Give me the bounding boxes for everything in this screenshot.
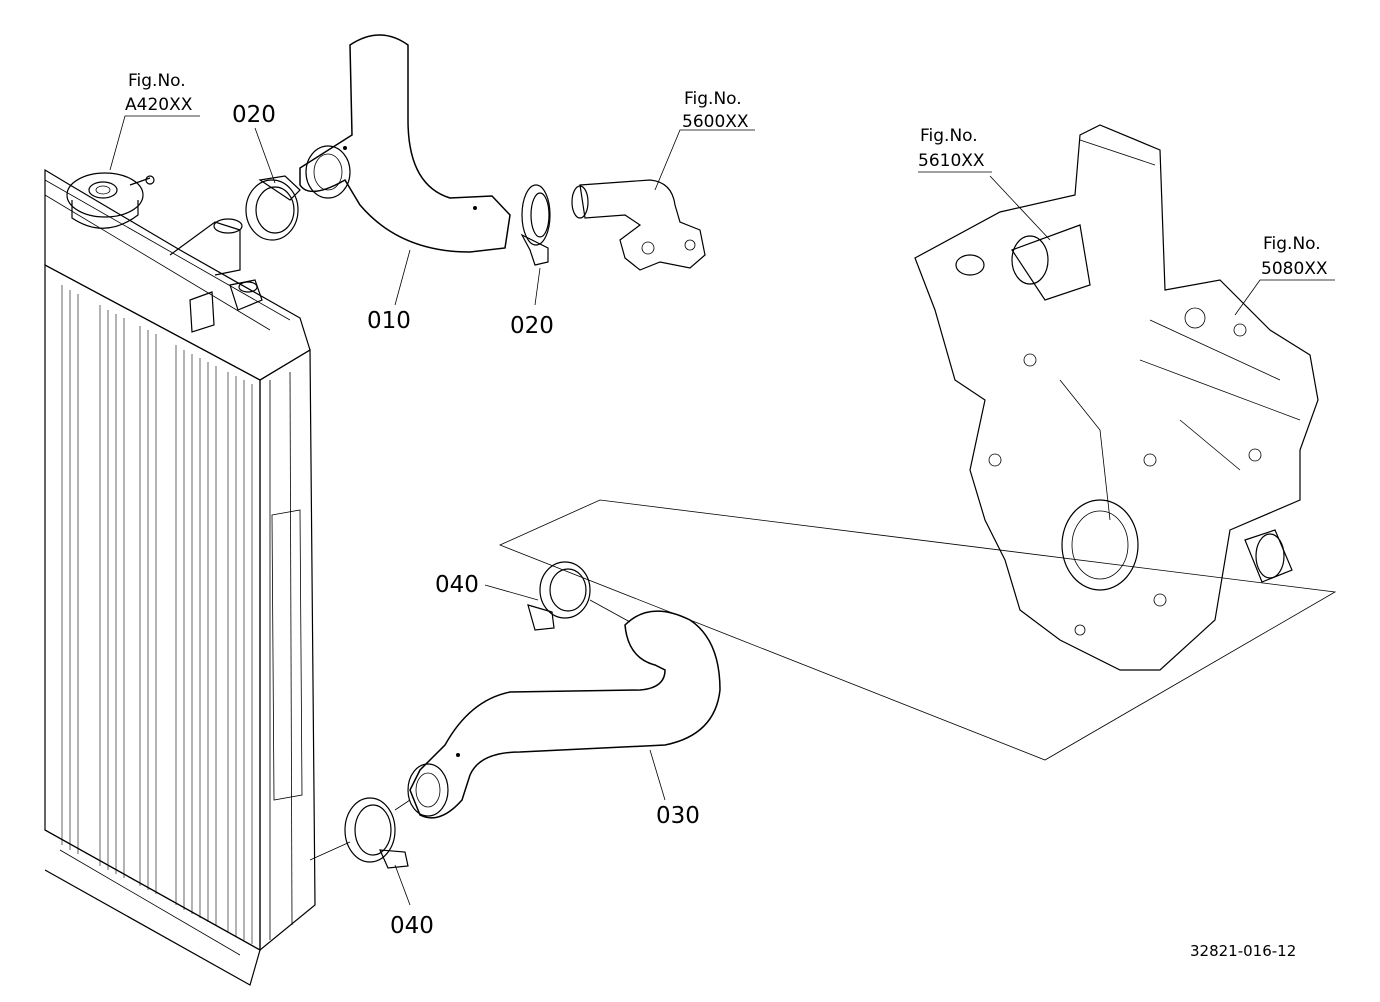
lower-hose	[407, 610, 721, 819]
clamp-020-mid	[520, 184, 551, 266]
callout-040-bottom: 040	[390, 913, 434, 939]
svg-text:A420XX: A420XX	[125, 95, 193, 115]
radiator-fins	[61, 285, 253, 944]
fig-ref-5080: Fig.No. 5080XX	[1261, 234, 1328, 279]
svg-text:5600XX: 5600XX	[682, 112, 749, 132]
engine-gear-case	[914, 124, 1319, 671]
svg-text:Fig.No.: Fig.No.	[920, 126, 978, 146]
svg-text:Fig.No.: Fig.No.	[684, 89, 742, 109]
callout-010: 010	[367, 308, 411, 334]
radiator	[44, 168, 316, 986]
callout-020-top: 020	[232, 102, 276, 128]
callout-030: 030	[656, 803, 700, 829]
svg-text:5080XX: 5080XX	[1261, 259, 1328, 279]
clamp-040-top	[527, 561, 591, 631]
clamp-040-bottom	[344, 797, 409, 869]
fig-ref-a420: Fig.No. A420XX	[125, 71, 193, 115]
water-flange	[571, 179, 706, 271]
reference-plane	[498, 499, 1337, 761]
svg-text:Fig.No.: Fig.No.	[128, 71, 186, 91]
leader-lines	[109, 115, 1335, 906]
fig-ref-5610: Fig.No. 5610XX	[918, 126, 992, 173]
callout-020-mid: 020	[510, 313, 554, 339]
clamp-020-top	[245, 175, 301, 241]
fig-ref-5600: Fig.No. 5600XX	[682, 89, 749, 132]
drawing-code: 32821-016-12	[1190, 942, 1296, 960]
upper-hose	[299, 34, 511, 253]
callout-040-top: 040	[435, 572, 479, 598]
radiator-cap	[66, 172, 155, 229]
svg-text:Fig.No.: Fig.No.	[1263, 234, 1321, 254]
svg-text:5610XX: 5610XX	[918, 151, 985, 171]
